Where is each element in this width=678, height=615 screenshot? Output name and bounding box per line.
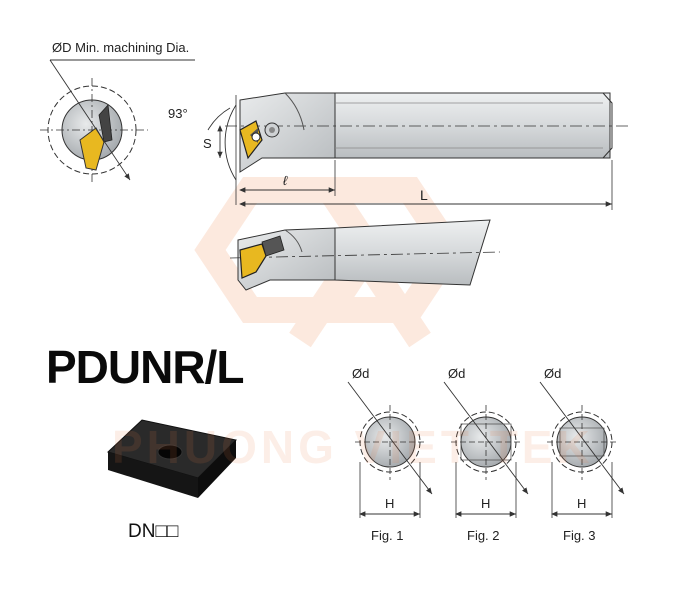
- fig3-diagram: [539, 381, 625, 518]
- fig3-caption: Fig. 3: [563, 528, 596, 543]
- tool-holder-top-view: [207, 92, 630, 210]
- fig2-diagram: [443, 381, 529, 518]
- l-big-label: L: [420, 187, 428, 203]
- fig2-caption: Fig. 2: [467, 528, 500, 543]
- cross-section-view: [40, 59, 195, 182]
- fig1-caption: Fig. 1: [371, 528, 404, 543]
- l-small-label: ℓ: [283, 173, 288, 188]
- fig1-d-label: Ød: [352, 366, 369, 381]
- tool-holder-side-view: [229, 219, 501, 291]
- fig1-diagram: [347, 381, 433, 518]
- insert-code-label: DN□□: [128, 521, 179, 542]
- fig2-h-label: H: [481, 496, 490, 511]
- product-title: PDUNR/L: [46, 341, 244, 393]
- insert-dnmg-image: [107, 419, 238, 498]
- min-dia-label: ØD Min. machining Dia.: [52, 40, 189, 55]
- fig1-h-label: H: [385, 496, 394, 511]
- watermark-text: PHUONG VIET TEK: [112, 421, 594, 473]
- fig2-d-label: Ød: [448, 366, 465, 381]
- angle-label: 93°: [168, 106, 188, 121]
- fig3-d-label: Ød: [544, 366, 561, 381]
- fig3-h-label: H: [577, 496, 586, 511]
- s-dimension-label: S: [203, 136, 212, 151]
